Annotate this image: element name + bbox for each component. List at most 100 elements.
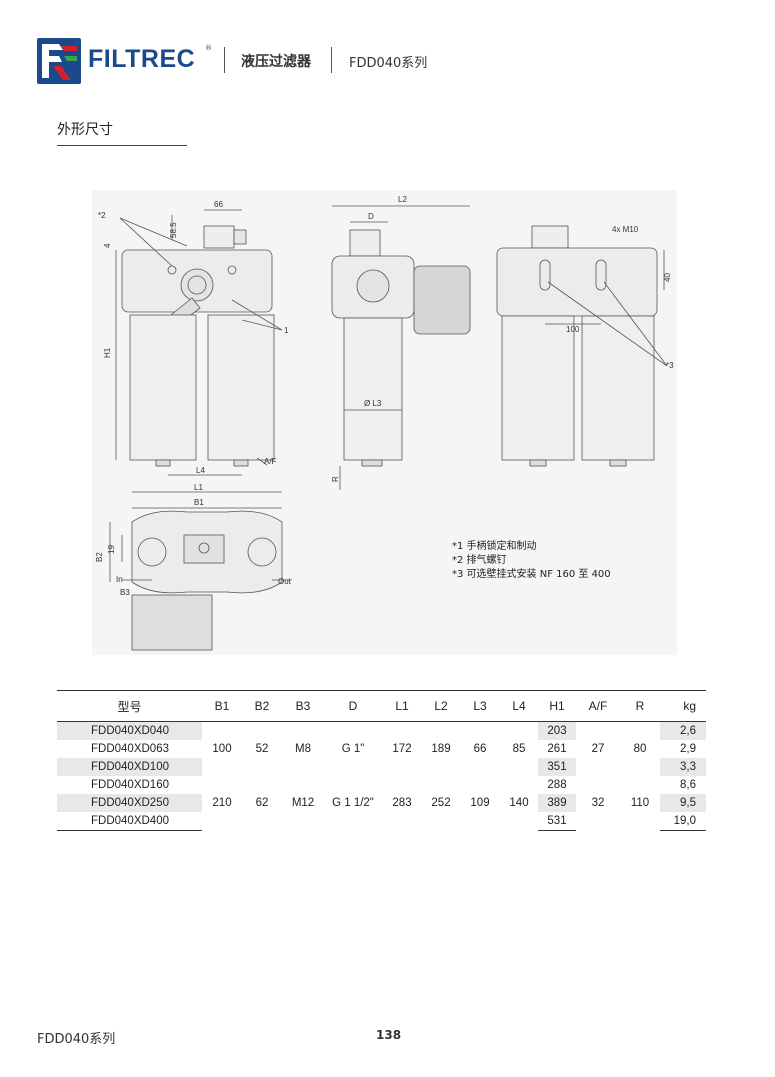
h1-cell: 531 xyxy=(538,812,576,831)
l2-cell: 189 xyxy=(431,743,451,755)
b3-cell: M8 xyxy=(295,743,311,755)
b1-cell: 210 xyxy=(212,797,232,810)
col-header-model: 型号 xyxy=(57,690,202,722)
model-cell: FDD040XD040 xyxy=(57,721,202,740)
dim-m10: 4x M10 xyxy=(612,225,639,234)
footer-series: FDD040系列 xyxy=(37,1032,116,1047)
dim-19: 19 xyxy=(107,545,116,554)
l1-cell: 172 xyxy=(392,743,412,755)
kg-cell: 2,6 xyxy=(660,721,706,740)
col-header-af: A/F xyxy=(576,690,620,722)
dim-r: R xyxy=(331,476,340,482)
filtrec-logo-icon xyxy=(37,38,81,84)
dim-h1: H1 xyxy=(103,347,112,358)
model-cell: FDD040XD400 xyxy=(57,812,202,831)
l3-cell: 66 xyxy=(473,743,487,755)
col-header-d: D xyxy=(324,690,382,722)
table-row: FDD040XD160 210 62 M12 G 1 1/2" 283 252 … xyxy=(57,776,706,809)
h1-cell: 288 xyxy=(547,779,567,791)
dim-b1: B1 xyxy=(194,498,204,507)
col-header-kg: kg xyxy=(660,690,706,722)
dim-d: D xyxy=(368,212,374,221)
note-3: *3 可选壁挂式安装 NF 160 至 400 xyxy=(452,569,611,580)
af-cell: 32 xyxy=(591,797,605,810)
table-row: FDD040XD040 100 52 M8 G 1" 172 189 66 85… xyxy=(57,721,706,755)
h1-cell: 389 xyxy=(538,794,576,812)
b3-cell: M12 xyxy=(291,797,315,810)
section-title: 外形尺寸 xyxy=(57,122,113,138)
registered-mark: ® xyxy=(205,44,212,52)
note-1: *1 手柄锁定和制动 xyxy=(452,541,537,552)
kg-cell: 3,3 xyxy=(660,758,706,776)
dim-l2: L2 xyxy=(398,195,407,204)
header-divider xyxy=(224,47,225,73)
table-row: FDD040XD400 531 19,0 xyxy=(57,812,706,831)
h1-cell: 261 xyxy=(547,743,567,755)
col-header-l1: L1 xyxy=(382,690,422,722)
brand-name: FILTREC xyxy=(88,45,196,73)
col-header-l3: L3 xyxy=(460,690,500,722)
model-cell: FDD040XD160 xyxy=(91,779,169,791)
col-header-l4: L4 xyxy=(500,690,538,722)
dimension-drawing: 66 58.5 4 H1 *2 1 L4 A/F L1 B1 L2 D Ø L3… xyxy=(92,190,677,655)
kg-cell: 9,5 xyxy=(660,794,706,812)
model-cell: FDD040XD250 xyxy=(57,794,202,812)
product-series: FDD040系列 xyxy=(349,56,428,71)
port-out-label: Out xyxy=(278,577,292,586)
dim-40: 40 xyxy=(663,273,672,282)
section-underline xyxy=(57,145,187,146)
h1-cell: 203 xyxy=(538,721,576,740)
dim-af: A/F xyxy=(264,457,277,466)
table-row: FDD040XD250 389 9,5 xyxy=(57,794,706,812)
header-divider xyxy=(331,47,332,73)
top-view xyxy=(109,510,292,651)
col-header-l2: L2 xyxy=(422,690,460,722)
kg-cell: 19,0 xyxy=(660,812,706,831)
r-cell: 110 xyxy=(630,797,650,810)
product-category: 液压过滤器 xyxy=(241,54,311,70)
dim-100: 100 xyxy=(566,325,580,334)
dim-58: 58.5 xyxy=(169,222,178,238)
r-cell: 80 xyxy=(633,743,647,755)
d-cell: G 1" xyxy=(341,743,365,755)
note-marker-1: 1 xyxy=(284,326,289,335)
l2-cell: 252 xyxy=(431,797,451,810)
port-in-label: In xyxy=(116,575,123,584)
rear-view xyxy=(496,225,668,467)
model-cell: FDD040XD100 xyxy=(57,758,202,776)
b1-cell: 100 xyxy=(212,743,232,755)
dim-l1: L1 xyxy=(194,483,203,492)
dim-b3: B3 xyxy=(120,588,130,597)
note-marker-2: *2 xyxy=(98,211,106,220)
af-cell: 27 xyxy=(591,743,605,755)
col-header-b2: B2 xyxy=(242,690,282,722)
kg-cell: 2,9 xyxy=(680,743,696,755)
side-view xyxy=(331,205,471,490)
b2-cell: 52 xyxy=(255,743,269,755)
col-header-b1: B1 xyxy=(202,690,242,722)
d-cell: G 1 1/2" xyxy=(332,797,374,810)
l1-cell: 283 xyxy=(392,797,412,810)
dim-b2: B2 xyxy=(95,552,104,562)
table-row: FDD040XD063 261 2,9 xyxy=(57,740,706,758)
dimension-table: 型号 B1 B2 B3 D L1 L2 L3 L4 H1 A/F R kg FD… xyxy=(57,690,706,831)
dim-66: 66 xyxy=(214,200,223,209)
kg-cell: 8,6 xyxy=(680,779,696,791)
col-header-r: R xyxy=(620,690,660,722)
front-view xyxy=(115,209,283,509)
model-cell: FDD040XD063 xyxy=(91,743,169,755)
col-header-b3: B3 xyxy=(282,690,324,722)
page-number: 138 xyxy=(376,1028,402,1042)
b2-cell: 62 xyxy=(255,797,269,810)
dim-4: 4 xyxy=(103,243,112,248)
drawing-notes: *1 手柄锁定和制动 *2 排气螺钉 *3 可选壁挂式安装 NF 160 至 4… xyxy=(452,540,611,582)
note-2: *2 排气螺钉 xyxy=(452,555,507,566)
col-header-h1: H1 xyxy=(538,690,576,722)
l4-cell: 140 xyxy=(509,797,529,810)
dim-l3: Ø L3 xyxy=(364,399,382,408)
table-row: FDD040XD100 351 3,3 xyxy=(57,758,706,776)
l4-cell: 85 xyxy=(512,743,526,755)
l3-cell: 109 xyxy=(470,797,490,810)
dim-l4: L4 xyxy=(196,466,205,475)
h1-cell: 351 xyxy=(538,758,576,776)
